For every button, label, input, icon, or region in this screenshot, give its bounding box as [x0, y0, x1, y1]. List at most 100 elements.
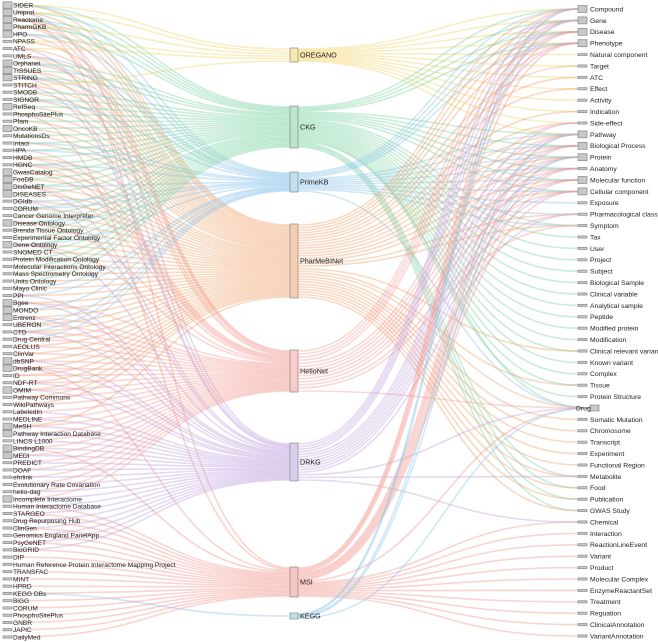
- link-pharmgkb-to-ckg: [14, 25, 291, 112]
- link-pharmebinet-to-side-effect: [297, 122, 579, 247]
- target-node-bar: [589, 404, 600, 412]
- link-clinvar-to-pharmebinet: [14, 285, 291, 355]
- target-node-label: Analytical sample: [590, 303, 643, 310]
- link-pharmebinet-to-clinical-relevant-variant: [297, 267, 579, 352]
- source-node-corum: CORUM: [2, 206, 38, 213]
- link-msi-to-reactionlineevent: [297, 544, 579, 587]
- source-node-bar: [2, 417, 13, 421]
- target-node-label: Functional Region: [590, 462, 645, 469]
- target-node-bar: [577, 269, 588, 273]
- link-pharmebinet-to-effect: [297, 88, 579, 242]
- source-node-bar: [2, 241, 13, 249]
- link-string-to-drkg: [14, 76, 291, 447]
- source-node-label: STITCH: [13, 82, 37, 89]
- link-ckg-to-anatomy: [297, 115, 579, 170]
- link-stitch-to-drkg: [14, 84, 291, 448]
- source-node-bar: [2, 1, 13, 9]
- link-evolutionary-rate-covariation-to-hetionet: [14, 388, 291, 486]
- link-sider-to-pharmebinet: [14, 4, 291, 226]
- source-node-label: NDF-RT: [13, 380, 37, 387]
- hub-node-pharmebinet: PharMeBINet: [289, 223, 343, 299]
- target-node-pathway: Pathway: [577, 130, 617, 139]
- link-msi-to-product: [297, 566, 579, 589]
- link-mesh-to-hetionet: [14, 379, 291, 428]
- target-node-bar: [577, 326, 588, 330]
- link-experimental-factor-ontology-to-pharmebinet: [14, 236, 291, 266]
- hub-node-bar: [289, 349, 299, 393]
- link-uniprot-to-drkg: [14, 11, 291, 445]
- link-pharmebinet-to-protein: [297, 156, 579, 255]
- source-node-bgee: Bgee: [2, 299, 29, 307]
- link-hetionet-to-symptom: [297, 224, 579, 389]
- source-node-label: CTD: [13, 329, 27, 336]
- target-node-label: Protein Structure: [590, 394, 641, 401]
- link-psygenet-to-drkg: [14, 478, 291, 544]
- link-pharmebinet-to-indication: [297, 110, 579, 244]
- link-mass-spectrometry-ontology-to-pharmebinet: [14, 270, 291, 275]
- source-node-drug-repurposing-hub: Drug Repurposing Hub: [2, 518, 81, 525]
- link-omim-to-pharmebinet: [14, 292, 291, 391]
- link-kegg-dbs-to-msi: [14, 587, 291, 595]
- link-snomed-ct-to-pharmebinet: [14, 251, 291, 269]
- source-node-hpa: HPA: [2, 148, 27, 155]
- source-node-bar: [2, 156, 13, 160]
- target-node-label: Activity: [590, 98, 612, 105]
- target-node-label: Chemical: [590, 519, 619, 526]
- link-ckg-to-known-variant: [297, 135, 579, 364]
- target-node-bar: [577, 75, 588, 79]
- source-node-label: ehrlink: [13, 475, 33, 482]
- link-ppi-to-pharmebinet: [14, 274, 291, 297]
- link-brenda-tissue-ontology-to-ckg: [14, 137, 291, 231]
- target-node-label: Modified protein: [590, 326, 639, 333]
- link-ckg-to-biological-process: [297, 112, 579, 147]
- link-pharmebinet-to-transcript: [297, 280, 579, 443]
- link-pharmebinet-to-symptom: [297, 224, 579, 267]
- link-pharmebinet-to-metabolite: [297, 288, 579, 478]
- target-node-label: Product: [590, 565, 614, 572]
- target-node-label: Drug: [576, 405, 591, 412]
- link-bindingdb-to-hetionet: [14, 382, 291, 449]
- target-node-target: Target: [577, 63, 609, 70]
- source-node-bar: [2, 30, 13, 38]
- target-node-bar: [577, 588, 588, 592]
- link-drkg-to-molecular-function: [297, 179, 579, 468]
- source-node-bar: [2, 39, 13, 43]
- link-hmdb-to-ckg: [14, 126, 291, 159]
- link-string-to-primekb: [14, 76, 291, 179]
- hub-node-ckg: CKG: [289, 105, 316, 149]
- target-node-transcript: Transcript: [577, 440, 620, 447]
- source-node-units-ontology: Units Ontology: [2, 278, 57, 285]
- link-ckg-to-molecular-function: [297, 116, 579, 181]
- source-node-bar: [2, 410, 13, 414]
- link-primekb-to-biological-process: [297, 145, 579, 181]
- link-hetionet-to-disease: [297, 31, 579, 358]
- source-node-bar: [2, 286, 13, 290]
- link-human-interactome-database-to-msi: [14, 505, 291, 574]
- source-node-disease-ontology: Disease Ontology: [2, 219, 66, 227]
- link-pharmebinet-to-phenotype: [297, 42, 579, 234]
- link-wikipathways-to-pharmebinet: [14, 294, 291, 406]
- link-ppi-to-drkg: [14, 294, 291, 453]
- link-stargeo-to-drkg: [14, 473, 291, 515]
- source-node-bar: [2, 451, 13, 459]
- link-incomplete-interactome-to-hetionet: [14, 390, 291, 500]
- target-node-symptom: Symptom: [577, 223, 619, 230]
- source-node-label: TISSUES: [13, 68, 42, 75]
- source-node-hpo: HPO: [2, 30, 27, 38]
- link-orphanet-to-primekb: [14, 62, 291, 178]
- target-node-molecular-complex: Molecular Complex: [577, 576, 649, 583]
- target-node-label: Biological Process: [590, 143, 646, 150]
- source-node-label: AEOLUS: [13, 344, 40, 351]
- link-msi-to-phenotype: [297, 42, 579, 573]
- source-node-label: Molecular Interactions Ontology: [13, 264, 106, 271]
- target-node-label: ReactionLineEvent: [590, 542, 647, 549]
- target-node-bar: [577, 360, 588, 364]
- link-pharmebinet-to-disease: [297, 31, 579, 231]
- link-gwascatalog-to-ckg: [14, 129, 291, 173]
- source-node-stitch: STITCH: [2, 82, 37, 89]
- link-ckg-to-drug: [297, 140, 591, 409]
- target-node-label: Interaction: [590, 531, 622, 538]
- source-node-bar: [2, 59, 13, 67]
- link-corum-to-pharmebinet: [14, 207, 291, 261]
- link-corum-to-primekb: [14, 183, 291, 210]
